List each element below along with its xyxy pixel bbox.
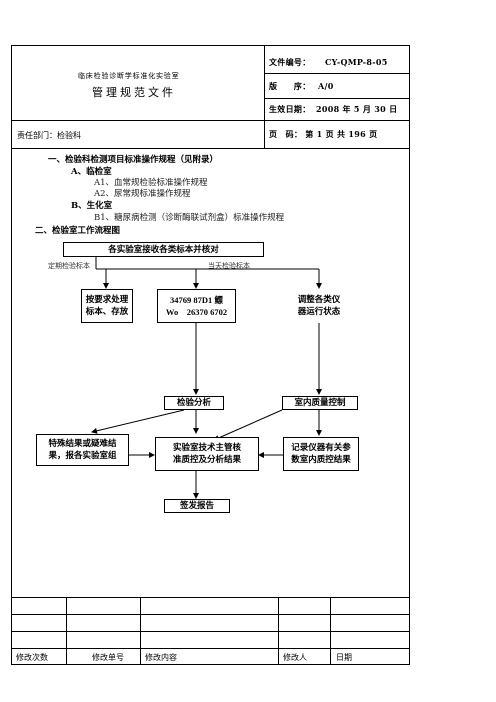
revision-table-col-line xyxy=(140,597,141,665)
same-day-specimen-label: 当天检验标本 xyxy=(208,262,250,270)
store-specimens-line-2: 标本、存放 xyxy=(85,307,129,317)
header-bottom-line xyxy=(11,148,410,149)
revision-table-line xyxy=(11,648,410,649)
revision-header-reviser: 修改人 xyxy=(283,653,307,662)
doc-number-label: 文件编号： xyxy=(269,57,311,67)
revision-header-content: 修改内容 xyxy=(145,653,177,662)
header-row-line xyxy=(264,98,410,99)
version-label: 版 序： xyxy=(269,81,311,91)
header-row-line xyxy=(11,120,410,121)
revision-table-col-line xyxy=(278,597,279,665)
store-specimens-box: 按要求处理 标本、存放 xyxy=(81,289,133,323)
section-a1-item: A1、血常规检验标准操作规程 xyxy=(94,178,208,188)
section-1-heading: 一、检验科检测项目标准操作规程（见附录） xyxy=(48,155,219,165)
header-row-line xyxy=(264,73,410,74)
supervisor-review-box: 实验室技术主管核 准质控及分析结果 xyxy=(155,437,259,471)
record-parameters-box: 记录仪器有关参 数室内质控结果 xyxy=(283,437,359,471)
page-number: 页 码： 第 1 页 共 196 页 xyxy=(269,129,378,139)
effective-date-value: 2008 年 5 月 30 日 xyxy=(316,104,398,114)
special-results-line-1: 特殊结果或疑难结 xyxy=(48,439,117,449)
revision-header-number: 修改单号 xyxy=(92,653,124,662)
record-parameters-line-2: 数室内质控结果 xyxy=(291,455,351,465)
adjust-instruments-line-1: 调整各类仪 xyxy=(297,295,341,305)
special-results-box: 特殊结果或疑难结 果，报各实验室组 xyxy=(36,434,129,466)
special-results-line-2: 果，报各实验室组 xyxy=(48,451,117,461)
specimen-code-line-1: 34769 87D1 鳔 xyxy=(170,295,223,305)
section-2-heading: 二、检验室工作流程图 xyxy=(35,226,121,236)
revision-table-line xyxy=(11,614,410,615)
section-a-heading: A、临检室 xyxy=(71,167,112,177)
document-frame xyxy=(11,45,410,665)
section-a2-item: A2、尿常规标准操作规程 xyxy=(94,189,191,199)
effective-date-label: 生效日期： xyxy=(269,104,311,114)
revision-table-col-line xyxy=(66,597,67,665)
supervisor-review-line-1: 实验室技术主管核 xyxy=(172,443,241,453)
analysis-box: 检验分析 xyxy=(164,396,224,410)
revision-header-count: 修改次数 xyxy=(16,653,48,662)
scheduled-specimen-label: 定期检验标本 xyxy=(48,262,90,270)
specimen-code-line-2: Wo 26370 6702 xyxy=(165,307,228,317)
section-b1-item: B1、糖尿病检测（诊断酶联试剂盒）标准操作规程 xyxy=(94,213,285,223)
issue-report-box: 签发报告 xyxy=(164,499,230,513)
section-b-heading: B、生化室 xyxy=(71,201,113,211)
org-name: 临床检验诊断学标准化实验室 xyxy=(78,72,180,80)
specimen-code-box: 34769 87D1 鳔 Wo 26370 6702 xyxy=(157,289,236,323)
receive-specimens-box: 各实验室接收各类标本并核对 xyxy=(63,242,264,257)
store-specimens-line-1: 按要求处理 xyxy=(85,295,129,305)
revision-table-col-line xyxy=(330,597,331,665)
revision-table-line xyxy=(11,631,410,632)
supervisor-review-line-2: 准质控及分析结果 xyxy=(172,455,241,465)
internal-qc-box: 室内质量控制 xyxy=(282,396,358,410)
header-divider-vertical xyxy=(264,45,265,148)
adjust-instruments-box: 调整各类仪 器运行状态 xyxy=(287,289,351,323)
adjust-instruments-line-2: 器运行状态 xyxy=(297,307,341,317)
responsible-department: 责任部门：检验科 xyxy=(17,131,81,140)
doc-number-value: CY-QMP-8-05 xyxy=(325,57,388,67)
revision-header-date: 日期 xyxy=(336,653,352,662)
document-title: 管理规范文件 xyxy=(92,86,176,99)
record-parameters-line-1: 记录仪器有关参 xyxy=(291,443,351,453)
revision-table-line xyxy=(11,597,410,598)
version-value: A/0 xyxy=(318,81,334,91)
